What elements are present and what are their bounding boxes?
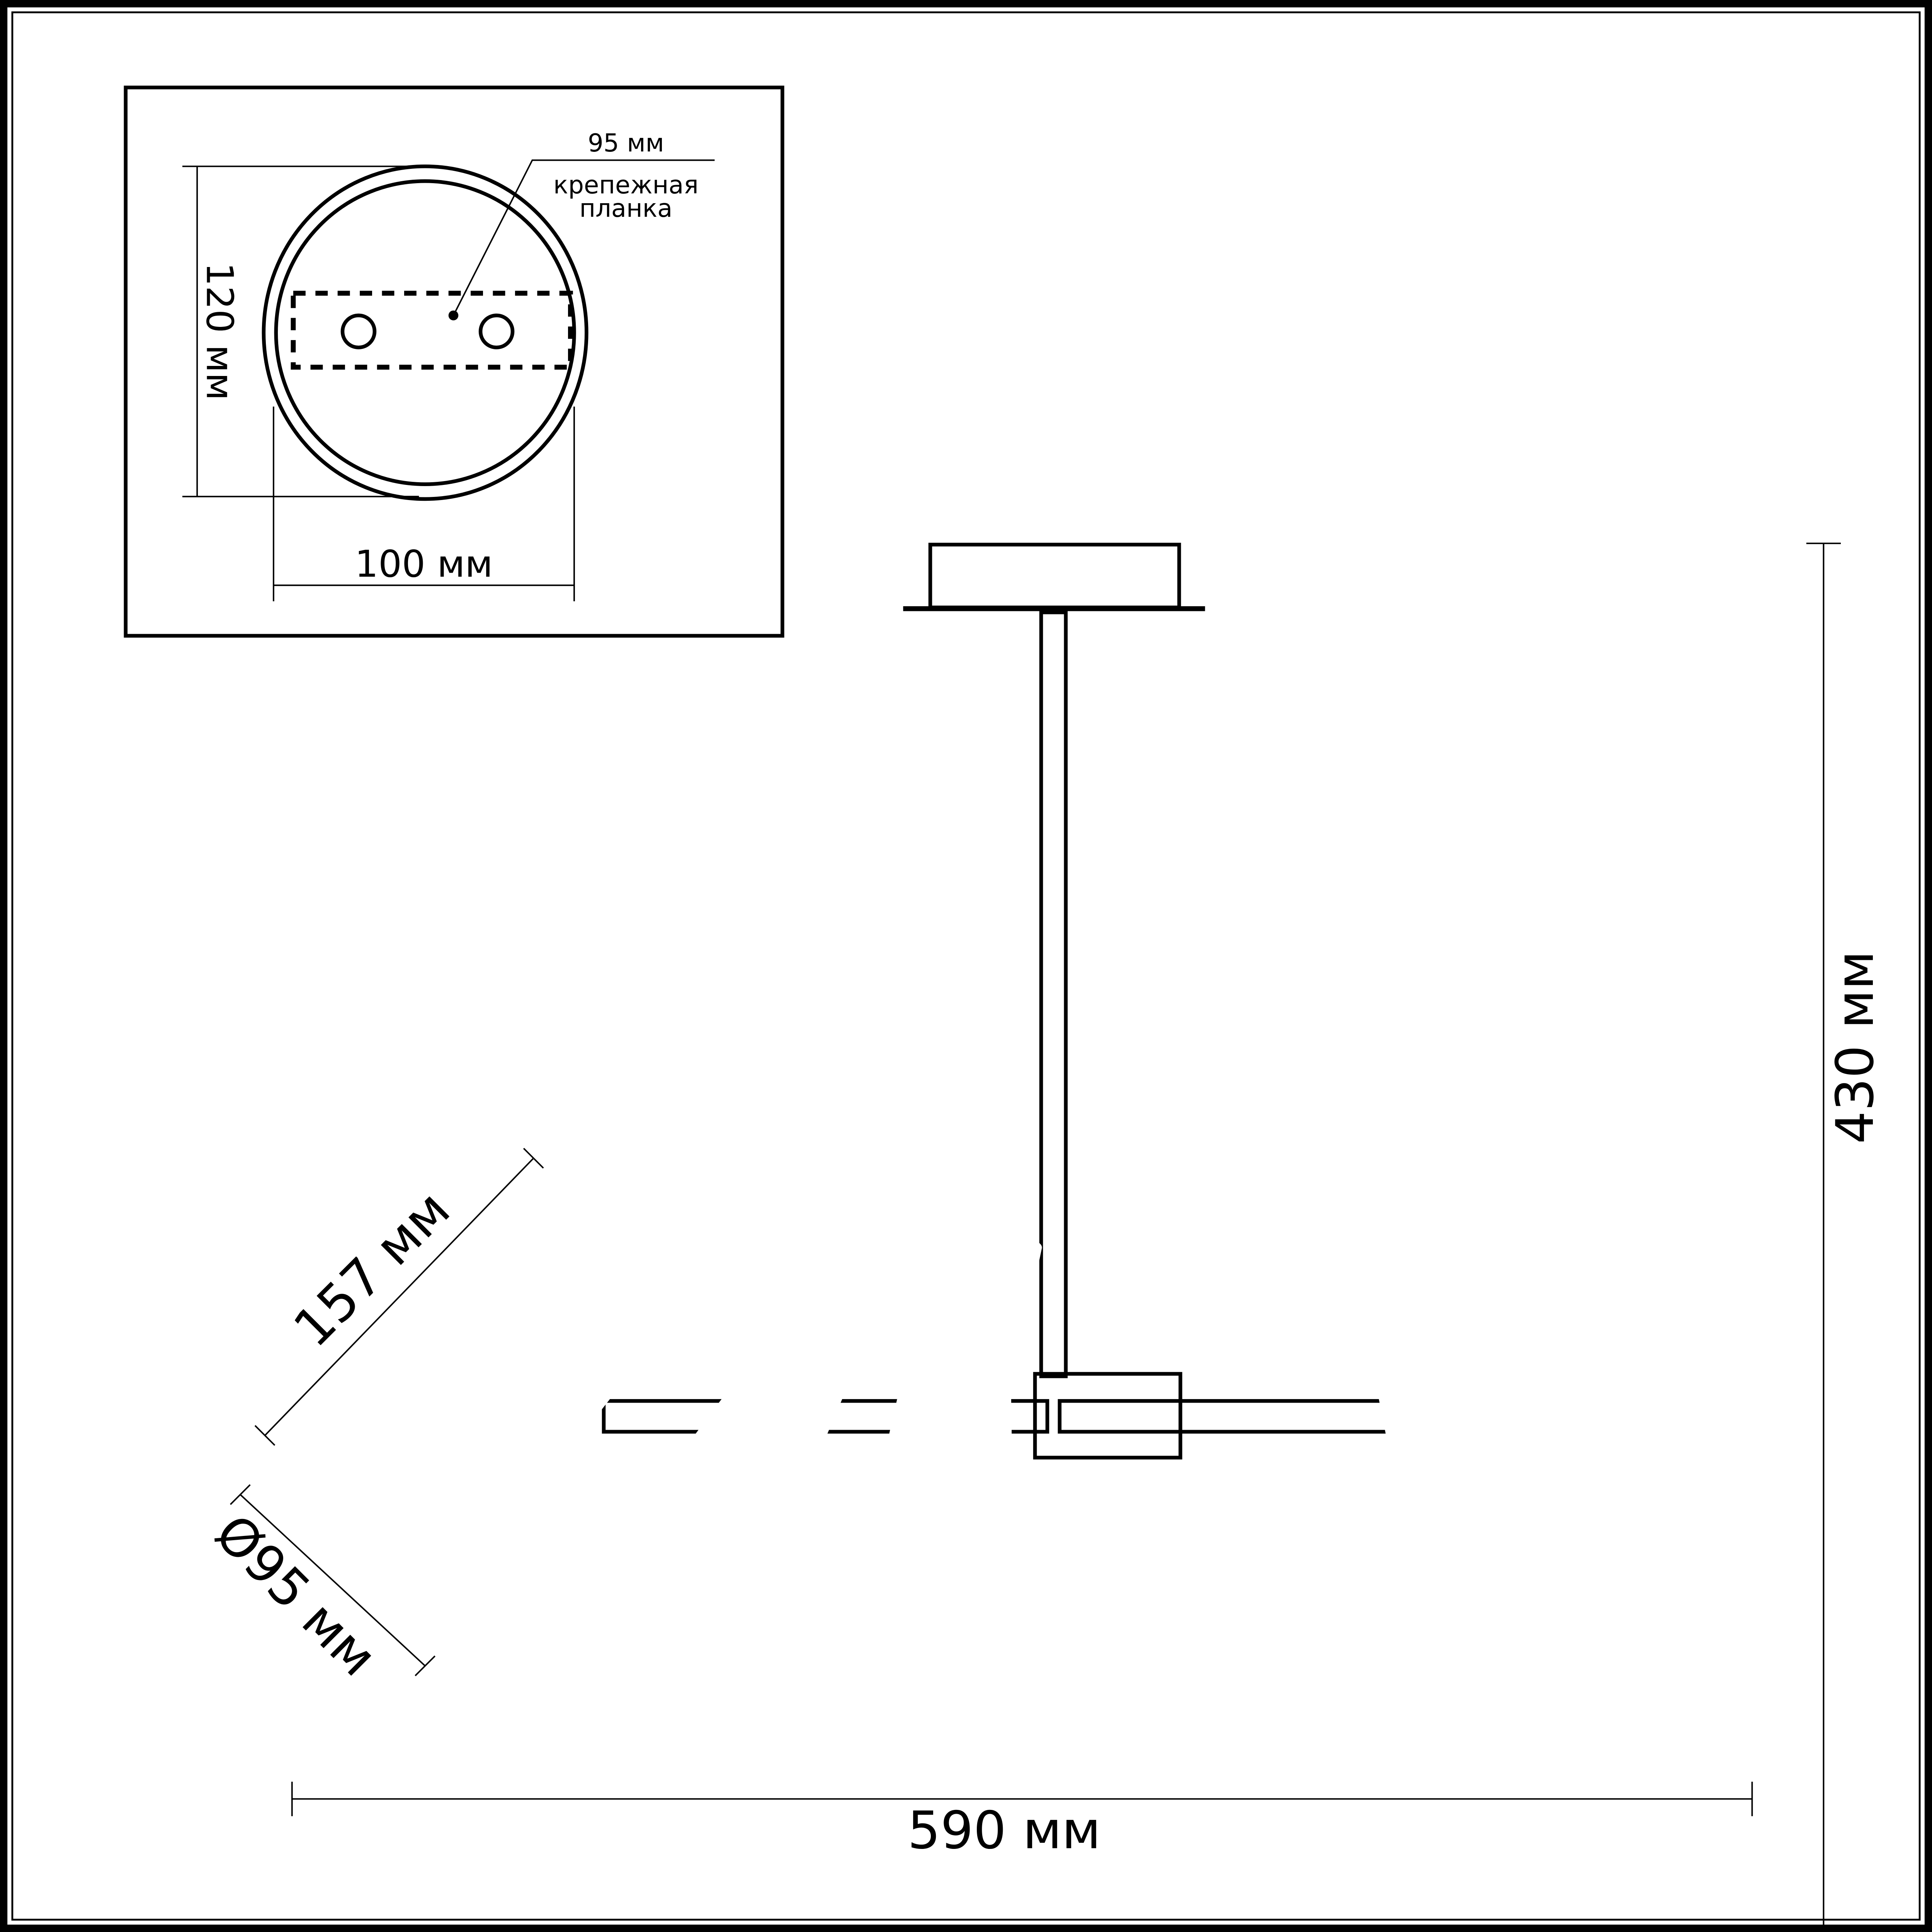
total-height-label: 430 мм (1825, 951, 1885, 1144)
inset-height-label: 120 мм (198, 262, 242, 400)
total-width-label: 590 мм (908, 1800, 1101, 1861)
canopy-outer-circle (262, 164, 588, 501)
chandelier (291, 543, 1762, 1637)
plate-label-line1: крепежная (553, 171, 699, 200)
plate-label-line2: планка (579, 194, 672, 223)
canopy (928, 543, 1181, 609)
inset-width-label: 100 мм (355, 542, 493, 585)
screw-hole-right (478, 313, 515, 350)
shade-length-label: 157 мм (282, 1179, 461, 1359)
mounting-plate (291, 291, 573, 370)
stem (1039, 611, 1068, 1378)
canopy-inner-circle (274, 179, 576, 486)
hub (1033, 1372, 1182, 1460)
mounting-plate-inset: 95 мм крепежная планка 120 мм 100 мм (124, 85, 784, 638)
plate-size-label: 95 мм (588, 129, 664, 158)
dimension-total-width: 590 мм (291, 1781, 1753, 1861)
screw-hole-left (340, 313, 377, 350)
plate-leader-line (452, 159, 715, 316)
dimension-total-height: 430 мм (1806, 543, 1885, 1932)
inner-frame (11, 11, 1921, 1921)
